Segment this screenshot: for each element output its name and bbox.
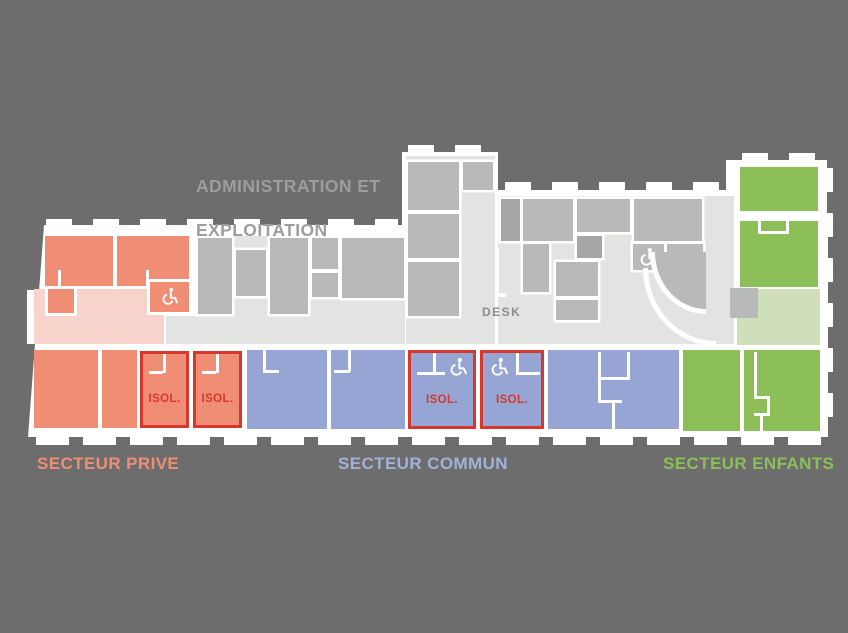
room-admin-12 [523,199,573,241]
desk-wall-foot [495,293,506,297]
interior-wall [758,221,761,233]
door-stub [202,371,216,374]
door-stub [348,350,351,372]
room-commun-2 [331,350,405,429]
room-admin-6 [342,238,404,298]
room-admin-7 [408,162,459,210]
window-tabs-top-left [46,219,398,226]
room-commun-3 [548,350,679,429]
wheelchair-icon [491,358,508,376]
room-admin-1 [198,238,232,314]
administration-label: ADMINISTRATION ET EXPLOITATION [196,153,380,241]
room-gray-block [730,288,758,318]
interior-wall [758,231,789,234]
door-stub [433,353,436,373]
isolation-room-label: ISOL. [201,393,234,405]
interior-wall [754,396,770,399]
room-isolation-2: ISOL. [193,351,242,428]
door-stub [334,370,350,373]
room-admin-14 [634,199,702,241]
sector-label-prive: SECTEUR PRIVE [37,454,180,473]
door-stub [149,371,163,374]
room-isolation-1: ISOL. [140,351,189,428]
room-admin-13 [577,199,630,232]
window-tabs-right [826,168,833,434]
window-tabs-midtop [505,182,731,191]
room-prive-1 [45,236,113,286]
interior-wall [598,400,622,403]
room-isolation-4: ISOL. [480,350,544,429]
room-enfants-1 [683,350,740,431]
interior-wall [786,221,789,233]
door-stub [58,270,61,286]
room-admin-8 [408,214,459,258]
room-admin-10 [463,162,493,190]
sector-label-commun: SECTEUR COMMUN [338,454,508,473]
interior-wall [754,413,770,416]
door-stub [163,354,166,373]
room-admin-15 [523,244,549,292]
isolation-room-label: ISOL. [148,393,181,405]
room-admin-18 [556,300,598,320]
room-admin-17 [556,262,598,296]
isolation-room-label: ISOL. [425,394,459,406]
room-prive-accessible [150,282,189,312]
room-admin-11 [501,199,520,241]
sector-label-enfants: SECTEUR ENFANTS [663,454,835,473]
interior-wall [760,415,763,431]
room-admin-9 [408,262,459,316]
interior-wall [598,377,630,380]
interior-wall [612,402,615,429]
door-stub [146,270,149,286]
door-stub [516,372,540,375]
door-stub [516,353,519,373]
door-stub [263,350,266,372]
interior-wall [754,352,757,398]
room-admin-5 [312,273,338,297]
room-isolation-3: ISOL. [408,350,476,429]
door-stub [263,370,279,373]
administration-label-line1: ADMINISTRATION ET [196,176,381,196]
room-admin-16 [577,236,602,258]
room-prive-2 [117,236,189,286]
wheelchair-icon [450,358,467,376]
window-tabs-greentop [742,153,820,161]
room-enfants-top-1 [740,167,818,211]
room-commun-1 [247,350,327,429]
room-prive-3 [48,289,74,313]
corridor-link-prive [166,316,198,344]
room-prive-5 [102,350,137,428]
desk-wall [495,247,499,297]
door-stub [216,354,219,373]
isolation-room-label: ISOL. [495,394,529,406]
room-prive-4 [34,350,98,428]
room-admin-3 [270,238,308,314]
desk-label: DESK [482,305,522,319]
window-tabs-bottom [36,437,822,445]
room-enfants-2 [744,350,820,431]
wheelchair-icon [162,288,179,305]
window-tabs-protrusion [408,145,492,153]
administration-label-line2: EXPLOITATION [196,220,328,240]
door-stub [417,372,445,375]
room-admin-2 [236,250,266,296]
interior-wall [767,396,770,416]
interior-wall [627,352,630,380]
room-enfants-top-2 [740,221,818,287]
room-admin-4 [312,238,338,269]
